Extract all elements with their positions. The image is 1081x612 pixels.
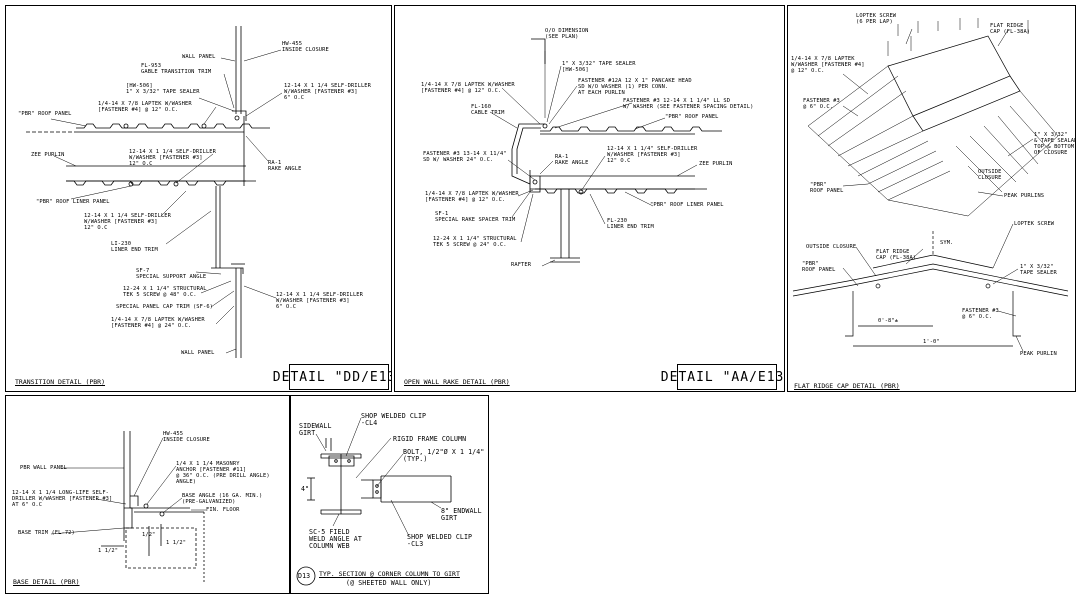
aa-label-laptek-12-bottom: 1/4-14 x 7/8 LAPTEK W/WASHER [FASTENER #…	[425, 191, 519, 203]
ridge-label-fastener3-b: Fastener #3 @ 6" O.C.	[962, 308, 999, 320]
dd-label-laptek-24: 1/4-14 x 7/8 LAPTEK W/WASHER [FASTENER #…	[111, 317, 205, 329]
dd-label-zee-purlin: ZEE PURLIN	[31, 152, 65, 158]
dd-label-liner-end-trim: LI-230 LINER END TRIM	[111, 241, 158, 253]
dd-detail-callout: DETAIL "DD/E13"	[273, 364, 391, 390]
ridge-label-tape-sealant: 1" x 3/32" & Tape Sealant Top & Bottom o…	[1034, 132, 1075, 156]
dd-label-wall-panel: WALL PANEL	[182, 54, 216, 60]
base-label-base-angle: BASE ANGLE (16 GA. MIN.) (PRE-GALVANIZED…	[182, 493, 263, 505]
d13-label-field-weld-angle: SC-5 FIELD WELD ANGLE AT COLUMN WEB	[309, 528, 362, 550]
ridge-label-tape-sealer: 1" x 3/32" Tape Sealer	[1020, 264, 1057, 276]
base-label-fin-floor: FIN. FLOOR	[206, 507, 240, 513]
ridge-label-outside-closure-b: Outside Closure	[806, 244, 857, 250]
ridge-label-dim-12: 1'-0"	[923, 339, 940, 345]
d13-badge: D13	[298, 572, 311, 580]
rake-detail-drawing	[489, 38, 722, 267]
ridge-label-outside-closure-a: Outside Closure	[978, 169, 1002, 181]
ridge-label-laptek: 1/4-14 x 7/8 LAPTEK W/WASHER [FASTENER #…	[791, 56, 865, 74]
corner-section-drawing	[296, 417, 452, 586]
aa-label-liner-end-trim: FL-230 LINER END TRIM	[607, 218, 654, 230]
transition-detail-drawing	[26, 26, 283, 358]
ridge-label-flat-ridge-cap-b: Flat Ridge Cap (FL-38A)	[876, 249, 917, 261]
aa-label-pbr-roof-panel: "PBR" ROOF PANEL	[665, 114, 719, 120]
d13-label-bolt: BOLT, 1/2"ø x 1 1/4" A307 (TYP.)	[403, 448, 485, 463]
base-label-dim-1-5-a: 1 1/2"	[98, 548, 119, 554]
panel-transition-detail: WALL PANEL HW-455 INSIDE CLOSURE FL-953 …	[5, 5, 392, 392]
panel-base-detail: HW-455 INSIDE CLOSURE PBR WALL PANEL 1/4…	[5, 395, 290, 594]
ridge-label-roof-panel-a: "PBR" Roof Panel	[810, 182, 844, 194]
base-label-dim-half: 1/2"	[142, 532, 156, 538]
d13-label-rigid-frame-column: RIGID FRAME COLUMN	[393, 435, 467, 443]
dd-label-inside-closure: HW-455 INSIDE CLOSURE	[282, 41, 329, 53]
ridge-detail-drawing	[792, 18, 1069, 352]
ridge-label-fastener3-a: Fastener #3 @ 6" O.C.	[803, 98, 840, 110]
dd-label-support-angle: SF-7 SPECIAL SUPPORT ANGLE	[136, 268, 207, 280]
panel-open-wall-rake-detail: O/O Dimension (See Plan) 1" x 3/32" Tape…	[394, 5, 785, 392]
d13-label-clip-cl3: SHOP WELDED CLIP -CL3	[407, 533, 473, 548]
aa-title: OPEN WALL RAKE DETAIL (PBR)	[404, 378, 510, 386]
base-title: BASE DETAIL (PBR)	[13, 578, 80, 586]
dd-label-pbr-roof-panel: "PBR" ROOF PANEL	[18, 111, 72, 117]
aa-label-oo-dimension: O/O Dimension (See Plan)	[545, 28, 589, 40]
dd-label-wall-panel-bottom: WALL PANEL	[181, 350, 215, 356]
aa-label-zee-purlin: ZEE PURLIN	[699, 161, 733, 167]
base-label-masonry-anchor: 1/4 x 1 1/4 MASONRY ANCHOR [FASTENER #11…	[176, 461, 270, 485]
panel-corner-column-section: SIDEWALL GIRT SHOP WELDED CLIP -CL4 RIGI…	[290, 395, 489, 594]
base-label-dim-1-5-b: 1 1/2"	[166, 540, 187, 546]
d13-label-dim-4: 4"	[301, 485, 310, 493]
dd-label-panel-cap-trim: SPECIAL PANEL CAP TRIM (SF-6)	[116, 304, 214, 310]
d13-label-endwall-girt: 8" ENDWALL GIRT	[441, 507, 482, 522]
panel-flat-ridge-cap-detail: Loptek Screw (6 Per Lap) Flat Ridge Cap …	[787, 5, 1076, 392]
dd-label-laptek-12: 1/4-14 x 7/8 LAPTEK W/WASHER [FASTENER #…	[98, 101, 192, 113]
ridge-title: FLAT RIDGE CAP DETAIL (PBR)	[794, 382, 900, 390]
ridge-label-roof-panel-b: "PBR" Roof Panel	[802, 261, 836, 273]
aa-label-laptek-12-top: 1/4-14 x 7/8 LAPTEK W/WASHER [FASTENER #…	[421, 82, 515, 94]
dd-label-self-driller-12-b: 12-14 x 1 1/4 SELF-DRILLER W/WASHER [FAS…	[84, 213, 171, 231]
aa-label-rake-angle: RA-1 Rake Angle	[555, 154, 589, 166]
ridge-label-loptek-screw: Loptek Screw	[1014, 221, 1055, 227]
dd-label-tape-sealer: [HW-506] 1" x 3/32" Tape Sealer	[126, 83, 200, 95]
base-label-wall-panel: PBR WALL PANEL	[20, 465, 67, 471]
aa-label-roof-liner-panel: "PBR" ROOF LINER PANEL	[650, 202, 724, 208]
d13-subtitle: (@ SHEETED WALL ONLY)	[346, 579, 432, 587]
dd-title: TRANSITION DETAIL (PBR)	[15, 378, 106, 386]
ridge-label-flat-ridge-cap: Flat Ridge Cap (FL-38A)	[990, 23, 1031, 35]
ridge-label-peak-purlin: Peak Purlin	[1020, 351, 1057, 357]
aa-label-rake-spacer-trim: SF-1 SPECIAL RAKE SPACER TRIM	[435, 211, 516, 223]
aa-label-tape-sealer: 1" x 3/32" Tape Sealer [HW-506]	[562, 61, 636, 73]
dd-label-gable-transition-trim: FL-953 GABLE TRANSITION TRIM	[141, 63, 212, 75]
d13-label-sidewall-girt: SIDEWALL GIRT	[299, 422, 332, 437]
dd-label-roof-liner-panel: "PBR" ROOF LINER PANEL	[36, 199, 110, 205]
ridge-label-sym: Sym.	[940, 240, 954, 246]
aa-label-fastener3-spacing: Fastener #3 12-14 x 1 1/4" LL SD W/ Wash…	[623, 98, 754, 110]
ridge-label-dim-8: 0'-8"±	[878, 318, 899, 324]
aa-label-rafter: RAFTER	[511, 262, 532, 268]
aa-label-pancake-head: Fastener #12A 12 x 1" Pancake Head SD W/…	[578, 78, 692, 96]
aa-label-self-driller-12: 12-14 x 1 1/4" SELF-DRILLER W/WASHER [FA…	[607, 146, 698, 164]
aa-label-cable-trim: FL-160 CABLE TRIM	[471, 104, 505, 116]
base-detail-drawing	[50, 431, 206, 582]
base-label-base-trim: BASE TRIM (FL-72)	[18, 530, 75, 536]
ridge-label-peak-purlins: Peak Purlins	[1004, 193, 1045, 199]
dd-label-self-driller-6-bottom: 12-14 x 1 1/4 SELF-DRILLER W/WASHER [FAS…	[276, 292, 363, 310]
base-label-self-driller: 12-14 x 1 1/4 LONG-LIFE SELF- DRILLER W/…	[12, 490, 113, 508]
dd-label-self-driller-6-top: 12-14 x 1 1/4 SELF-DRILLER W/WASHER [FAS…	[284, 83, 371, 101]
dd-label-self-driller-12-a: 12-14 x 1 1/4 SELF-DRILLER W/WASHER [FAS…	[129, 149, 216, 167]
base-label-inside-closure: HW-455 INSIDE CLOSURE	[163, 431, 210, 443]
d13-label-clip-cl4: SHOP WELDED CLIP -CL4	[361, 412, 427, 427]
aa-label-tek5-24: 12-24 X 1 1/4" STRUCTURAL TEK 5 SCREW @ …	[433, 236, 517, 248]
aa-label-fastener3-24: Fastener #3 13-14 x 11/4" SD W/ Washer 2…	[423, 151, 507, 163]
d13-title: TYP. SECTION @ CORNER COLUMN TO GIRT	[319, 570, 460, 578]
dd-label-tek5-48: 12-24 X 1 1/4" STRUCTURAL TEK 5 SCREW @ …	[123, 286, 207, 298]
ridge-label-loptek-screw-6: Loptek Screw (6 Per Lap)	[856, 13, 897, 25]
aa-detail-callout: DETAIL "AA/E13"	[661, 364, 784, 390]
dd-label-rake-angle: RA-1 Rake Angle	[268, 160, 302, 172]
